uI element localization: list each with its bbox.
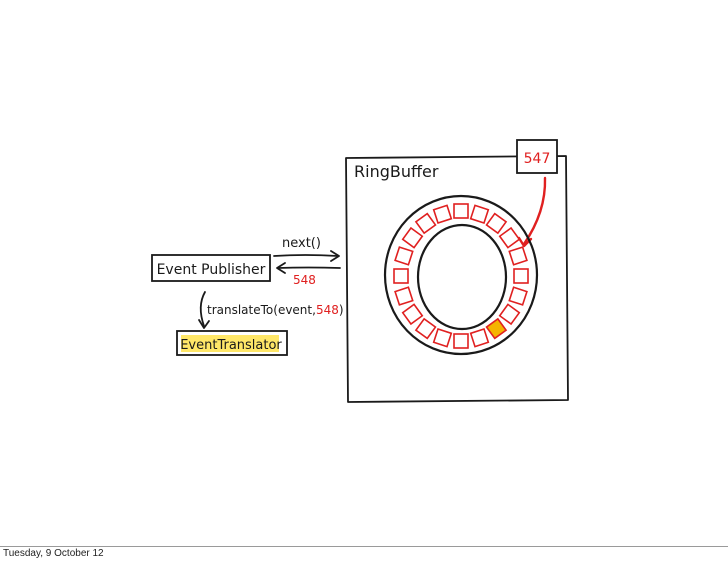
- translate-call-sequence: 548: [316, 303, 339, 317]
- next-call-label: next(): [282, 236, 321, 251]
- event-translator-box: EventTranslator: [177, 331, 287, 355]
- sequence-label: 547: [524, 151, 551, 167]
- ring-slot: [509, 287, 527, 305]
- ring-slot: [416, 214, 436, 234]
- ring-slot: [509, 247, 527, 265]
- ring-slot: [434, 205, 452, 223]
- ring-slot: [514, 269, 528, 283]
- returned-sequence-arrow: 548: [277, 263, 340, 287]
- ring-slot: [395, 287, 413, 305]
- ring-slot: [395, 247, 413, 265]
- ring-slot: [454, 334, 468, 348]
- ring-slot: [394, 269, 408, 283]
- ring-slot: [434, 329, 452, 347]
- svg-text:translateTo(event,548): translateTo(event,548): [207, 303, 344, 317]
- ring-buffer-box: RingBuffer: [346, 156, 568, 402]
- ring-slot: [416, 319, 436, 339]
- ring-slot-highlighted: [487, 319, 507, 339]
- event-publisher-box: Event Publisher: [152, 255, 270, 281]
- ring-slot: [471, 329, 489, 347]
- ring-buffer-title: RingBuffer: [354, 162, 439, 181]
- translate-call-suffix: ): [339, 303, 344, 317]
- ring-slot: [403, 304, 423, 324]
- footer-divider: [0, 546, 728, 547]
- next-call-arrow: next(): [274, 236, 339, 261]
- ring-slot: [454, 204, 468, 218]
- ring-slot: [403, 228, 423, 248]
- ring: [385, 196, 537, 354]
- ring-slot: [487, 214, 507, 234]
- ring-slot: [471, 205, 489, 223]
- ring-slot: [500, 228, 520, 248]
- returned-sequence-label: 548: [293, 273, 316, 287]
- translate-call-label: translateTo(event,: [207, 303, 316, 317]
- translate-call-arrow: translateTo(event,548): [199, 292, 344, 328]
- event-publisher-label: Event Publisher: [157, 262, 266, 278]
- footer-date: Tuesday, 9 October 12: [3, 547, 104, 560]
- event-translator-label: EventTranslator: [180, 338, 282, 353]
- ring-slot: [500, 304, 520, 324]
